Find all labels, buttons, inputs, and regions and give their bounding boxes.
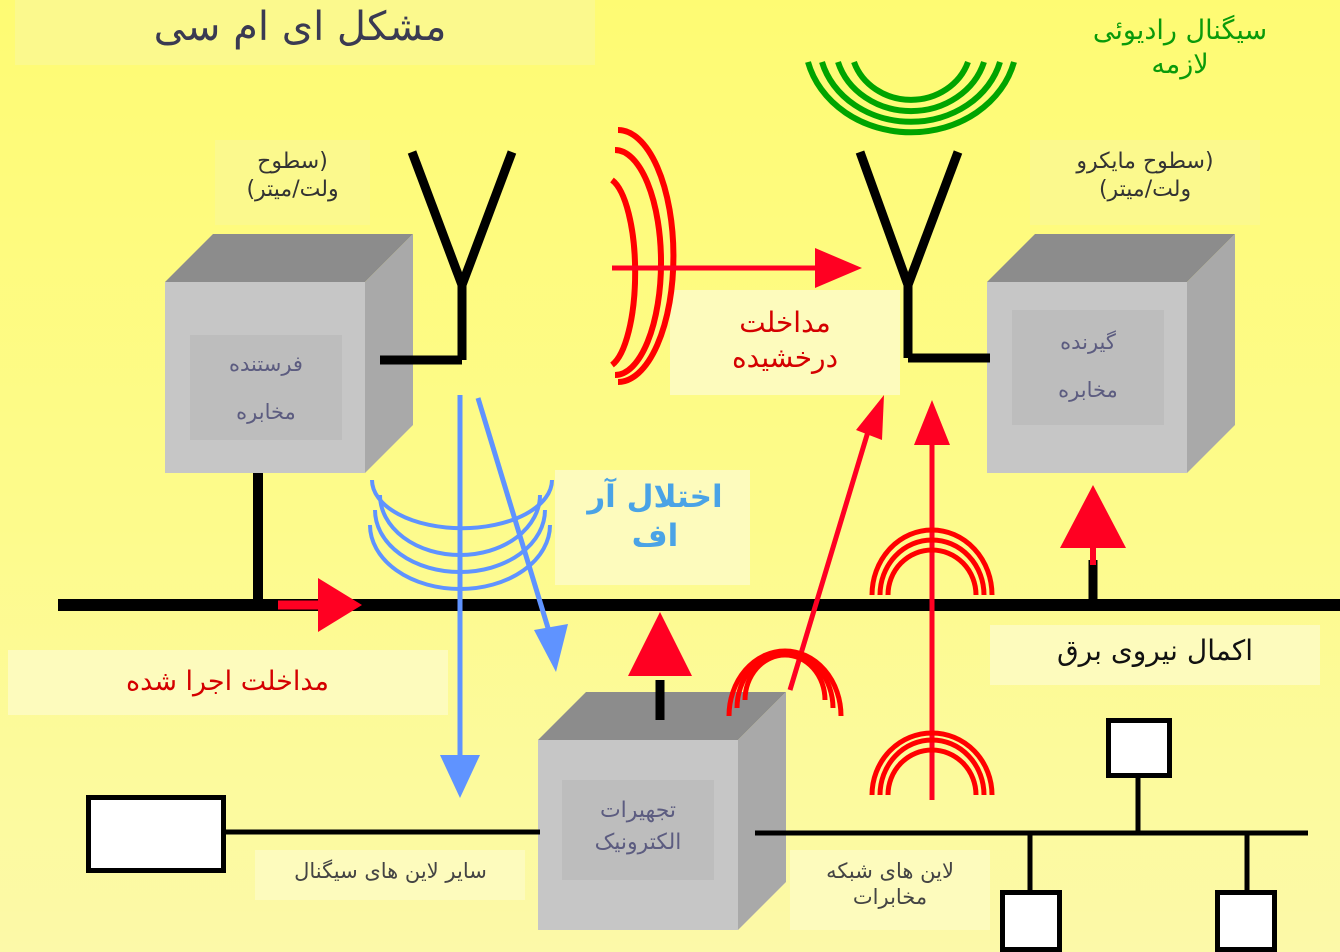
telecom-terminal-top [1106, 718, 1172, 778]
rf-diagonal-arrow [475, 397, 568, 672]
other-signal-lines-label: سایر لاین های سیگنال [294, 859, 487, 883]
radiated-interference-line1: مداخلت [739, 306, 831, 339]
rf-disturbance-panel [555, 470, 750, 585]
receiver-box [987, 234, 1235, 473]
electronic-equipment-line1: تجهیرات [599, 798, 677, 823]
equipment-red-waves [726, 648, 844, 717]
equipment-up-arrow [628, 612, 692, 676]
radio-signal-waves [805, 60, 1017, 136]
title-panel [15, 0, 595, 65]
conducted-interference-panel [8, 650, 448, 715]
transmitter-levels-panel [215, 140, 370, 225]
receiver-antenna [855, 150, 990, 363]
receiver-line1: گیرنده [1060, 330, 1116, 354]
power-line-red-waves [869, 527, 995, 596]
conducted-interference-label: مداخلت اجرا شده [126, 666, 329, 697]
telecom-lines-line1: لاین های شبکه [826, 859, 954, 883]
transmitter-levels-label: (سطوح ولت/میتر) [215, 148, 370, 203]
radiated-waves [610, 127, 677, 385]
transmitter-levels-line2: ولت/میتر) [246, 176, 339, 202]
telecom-lines-line2: مخابرات [852, 885, 928, 910]
radio-signal-label: سیگنال رادیوئی لازمه [1060, 14, 1300, 82]
radiated-interference-label: مداخلت درخشیده [670, 305, 900, 375]
conducted-arrow [278, 578, 362, 632]
telecom-red-waves [869, 730, 995, 796]
telecom-lines-label: لاین های شبکه مخابرات [790, 858, 990, 911]
diagonal-red-arrow [787, 395, 884, 691]
radiated-interference-line2: درخشیده [731, 341, 839, 374]
receiver-levels-label: (سطوح مایکرو ولت/میتر) [1035, 148, 1255, 203]
signal-terminal-box [86, 795, 226, 873]
transmitter-label: فرستنده مخابره [190, 340, 342, 437]
transmitter-line1: فرستنده [229, 352, 303, 376]
rf-disturbance-label: اختلال آر اف [560, 478, 750, 556]
power-network-panel [990, 625, 1320, 685]
radiated-interference-panel [670, 290, 900, 395]
receiver-levels-line2: ولت/میتر) [1098, 176, 1192, 202]
receiver-levels-line1: (سطوح مایکرو [1076, 149, 1214, 174]
transmitter-levels-line1: (سطوح [257, 149, 328, 174]
radio-signal-line2: لازمه [1151, 48, 1209, 80]
telecom-terminal-left [1000, 890, 1062, 952]
electronic-equipment-label: تجهیرات الکترونیک [562, 795, 714, 859]
receiver-levels-panel [1030, 140, 1260, 225]
transmitter-box [165, 234, 413, 473]
power-network-label: اکمال نیروی برق [1056, 634, 1254, 667]
electronic-equipment-line2: الکترونیک [594, 829, 682, 855]
receiver-line2: مخابره [1058, 378, 1118, 403]
transmitter-line2: مخابره [236, 400, 296, 425]
receiver-label: گیرنده مخابره [1012, 318, 1164, 415]
telecom-terminal-right [1215, 890, 1277, 952]
other-signal-lines-panel [255, 850, 525, 900]
telecom-lines-panel [790, 850, 990, 930]
radiated-arrow [612, 248, 862, 288]
receiver-up-arrow [1060, 485, 1126, 565]
radio-signal-line1: سیگنال رادیوئی [1092, 15, 1268, 46]
transmitter-antenna [380, 150, 517, 365]
rf-disturbance-line1: اختلال آر [587, 479, 723, 515]
rf-vertical-arrow [440, 395, 480, 798]
page-title: مشکل ای ام سی [153, 4, 447, 50]
rf-disturbance-line2: اف [631, 517, 679, 554]
